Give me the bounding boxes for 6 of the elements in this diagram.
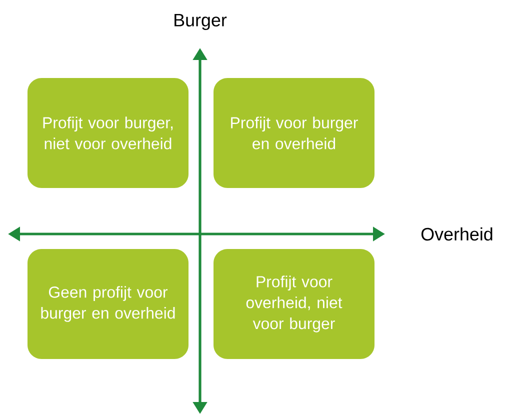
quadrant-box: Profijt voor overheid, niet voor burger xyxy=(214,249,374,359)
quadrant-box: Geen profijt voor burger en overheid xyxy=(28,249,188,359)
quadrant-box: Profijt voor burger en overheid xyxy=(214,78,374,188)
axis-label: Burger xyxy=(174,14,227,30)
quadrant-box: Profijt voor burger, niet voor overheid xyxy=(28,78,188,188)
axis-label: Overheid xyxy=(421,227,492,241)
